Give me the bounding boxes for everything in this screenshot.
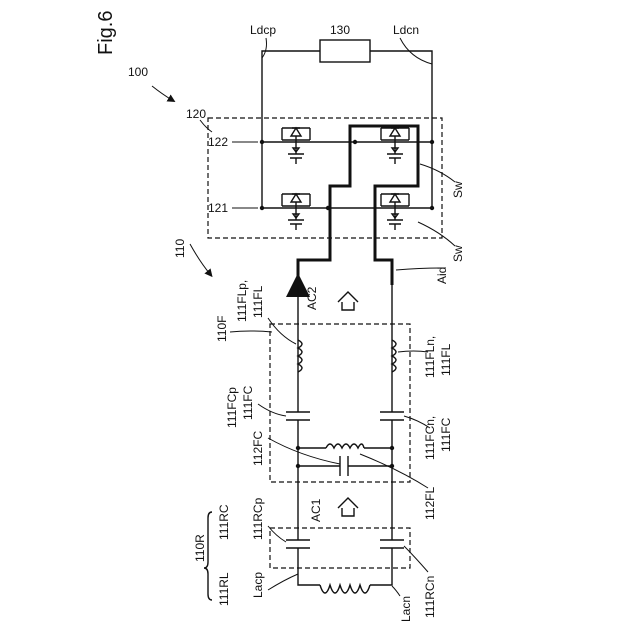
capacitor-111rcn (380, 540, 404, 548)
switch-bottom-right (381, 194, 409, 230)
label-112fl: 112FL (423, 487, 437, 520)
ref-130: 130 (330, 23, 350, 37)
ac2-arrow (338, 292, 358, 310)
switch-top-left (282, 128, 310, 164)
label-111fln-group: 111FL (439, 343, 453, 376)
label-111flp-group: 111FL (251, 285, 265, 318)
bridge-boundary (208, 118, 442, 238)
label-112fc: 112FC (251, 431, 265, 466)
label-lacn: Lacn (399, 596, 413, 622)
load-130 (320, 40, 370, 62)
label-111rl: 111RL (217, 572, 231, 606)
inductor-111rl (320, 585, 370, 593)
ac1-indicator: AC1 (309, 498, 358, 522)
capacitor-112fc (340, 456, 348, 476)
ref-110r: 110R (193, 534, 207, 562)
capacitor-111fcn (380, 412, 404, 420)
dc-negative-line (370, 51, 432, 208)
ref-110: 110 (173, 239, 187, 258)
filter-110f: 110 110F 111FLp, 111FL 111FLn, 111FL 111… (173, 239, 453, 520)
dc-load-section: 130 Ldcp Ldcn (250, 23, 432, 208)
label-111fcn: 111FCn, (423, 416, 437, 460)
label-ac2: AC2 (305, 286, 319, 310)
label-aid: Aid (435, 267, 449, 284)
figure-label: Fig.6 (95, 11, 117, 55)
label-111fcp: 111FCp (225, 387, 239, 428)
ref-120: 120 (186, 107, 206, 121)
ref-121: 121 (208, 201, 228, 215)
ref-100: 100 (128, 65, 148, 79)
bridge-120: 120 122 121 100 (128, 65, 442, 238)
label-sw-top: Sw (451, 181, 465, 198)
capacitor-111rcp (286, 540, 310, 548)
label-111fcn-group: 111FC (439, 417, 453, 452)
label-sw-bottom: Sw (451, 245, 465, 262)
ref-122: 122 (208, 135, 228, 149)
ac1-arrow (338, 498, 358, 516)
inductor-112fl (326, 444, 364, 448)
dc-positive-line (262, 51, 320, 208)
current-path-aid: Sw Sw Aid AC2 (298, 126, 465, 310)
capacitor-111fcp (286, 412, 310, 420)
label-ldcn: Ldcn (393, 23, 419, 37)
label-111fcp-group: 111FC (241, 385, 255, 420)
label-ac1: AC1 (309, 498, 323, 522)
label-lacp: Lacp (251, 572, 265, 598)
switch-top-right (381, 128, 409, 164)
label-111fln: 111FLn, (423, 336, 437, 378)
label-111rc: 111RC (217, 504, 231, 540)
switch-bottom-left (282, 194, 310, 230)
label-111flp: 111FLp, (235, 280, 249, 322)
label-111rcn: 111RCn (423, 576, 437, 618)
label-ldcp: Ldcp (250, 23, 276, 37)
label-111rcp: 111RCp (251, 497, 265, 540)
ref-110f: 110F (215, 316, 229, 342)
